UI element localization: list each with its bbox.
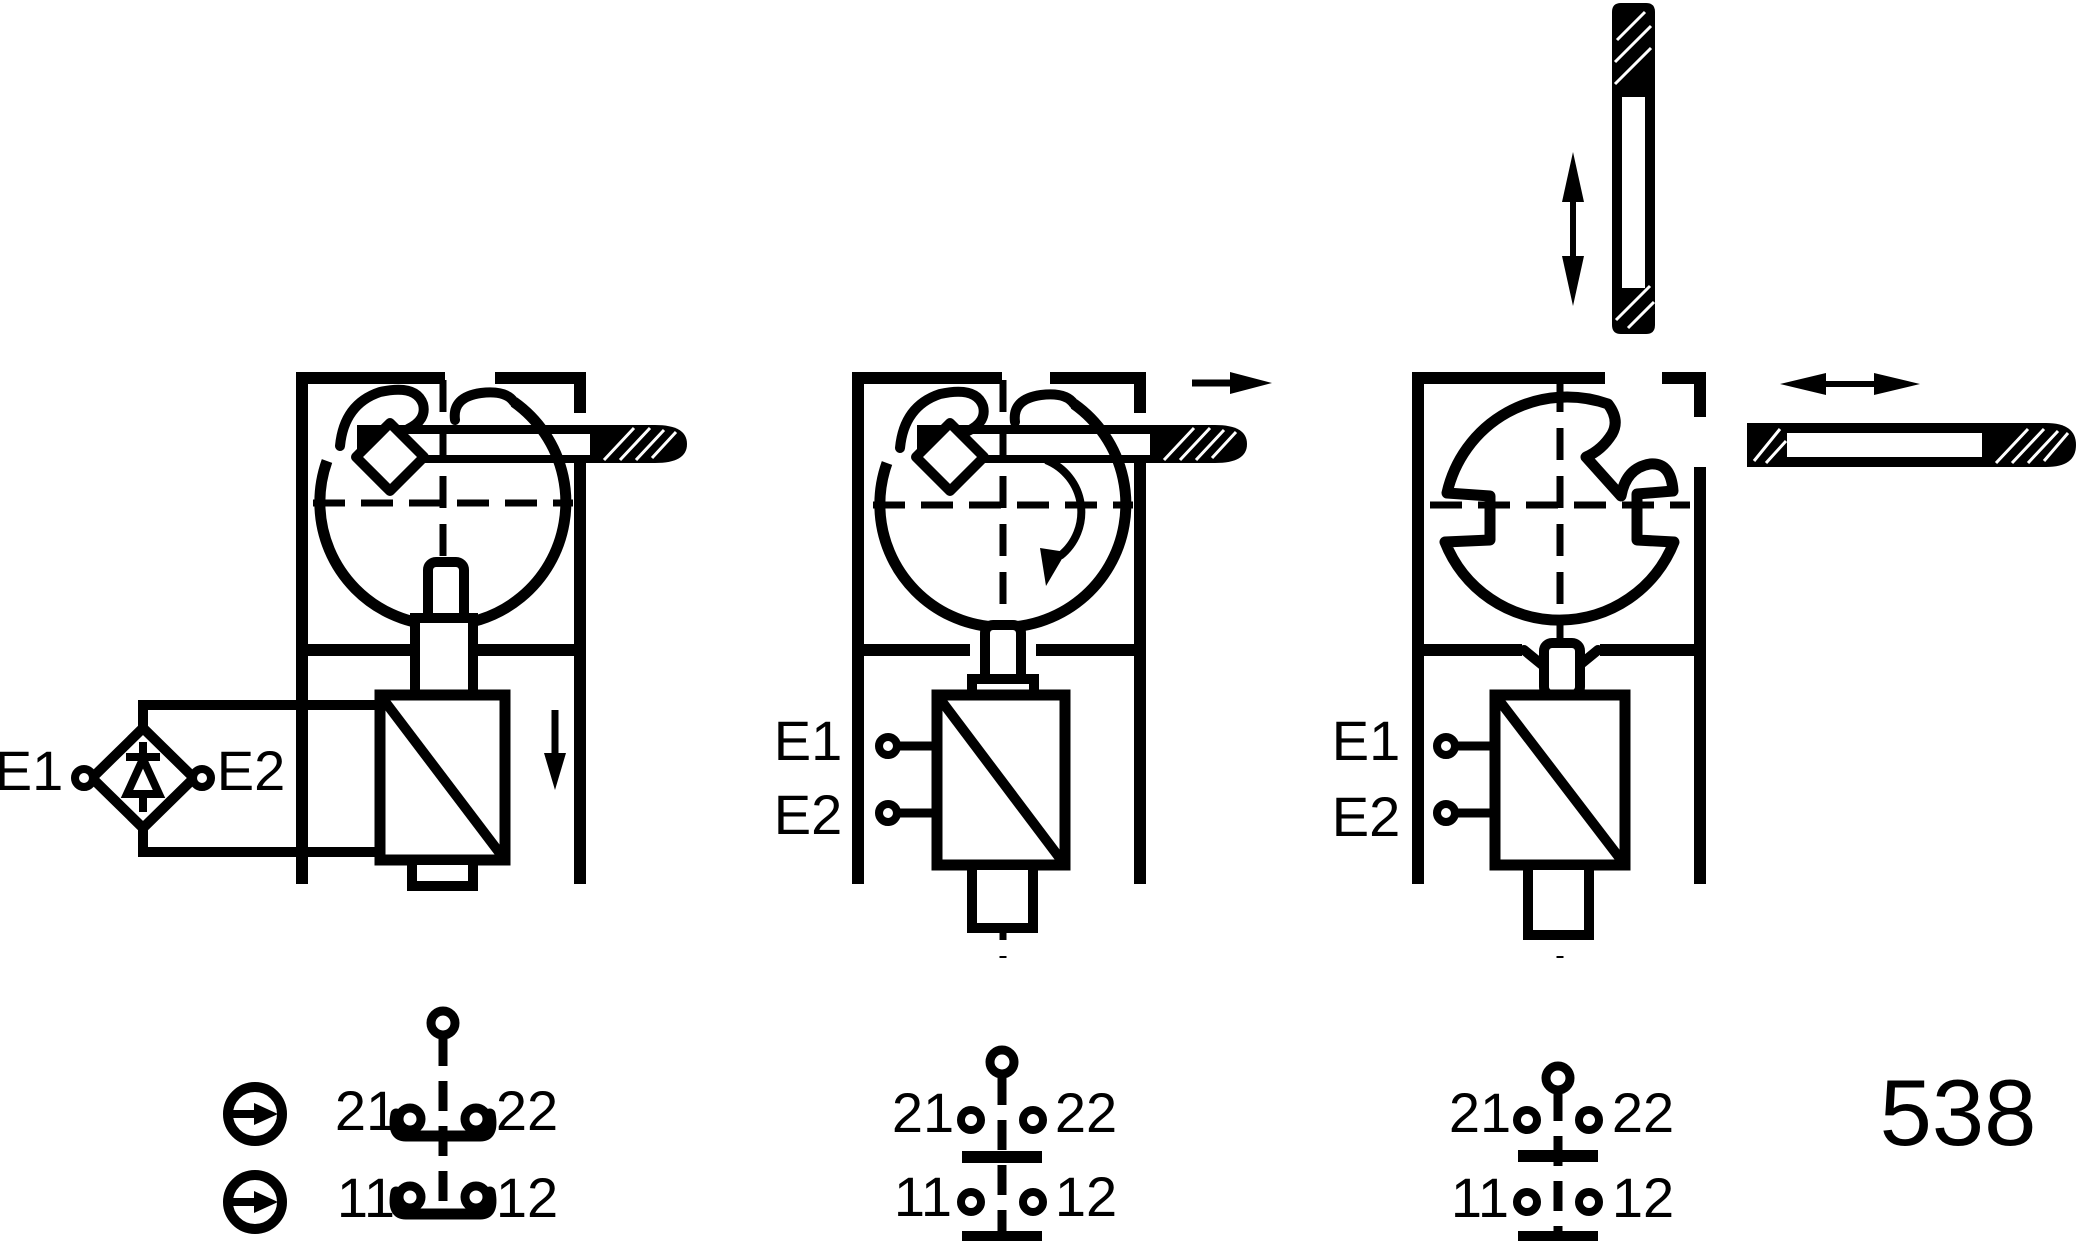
contact-diagram-1: 21 22 11 12	[223, 1006, 558, 1234]
solenoid-stem	[407, 855, 478, 891]
coil-terminals	[1433, 733, 1495, 826]
tongue-window	[408, 434, 590, 455]
e1-label: E1	[774, 709, 843, 772]
contact-12	[1575, 1188, 1603, 1216]
vertical-actuator-tongue	[1612, 3, 1656, 334]
tongue-hatch-right	[602, 426, 678, 462]
plunger-terminal-circle	[985, 1045, 1019, 1079]
label-11: 11	[894, 1165, 952, 1228]
contact-21	[957, 1106, 985, 1134]
variant-3-open: E1 E2	[1332, 372, 1706, 958]
cam-disc	[314, 384, 572, 631]
diode-icon	[120, 742, 166, 812]
variant-2-releasing: E1 E2	[774, 372, 1272, 958]
contact-22	[1019, 1106, 1047, 1134]
cam-disc	[874, 386, 1132, 633]
tongue-hatch-right	[1162, 426, 1238, 462]
solenoid-diagonal	[376, 691, 509, 864]
tongue-hatch-bottom	[1614, 284, 1656, 330]
bridge-rectifier	[71, 700, 380, 857]
housing-outline	[852, 372, 1146, 884]
terminal-e1	[875, 733, 901, 759]
terminal-e2	[1433, 800, 1459, 826]
label-12: 12	[496, 1166, 558, 1229]
horizontal-actuator-tongue	[1747, 423, 2076, 467]
contact-12	[460, 1181, 492, 1213]
cam-arc	[874, 399, 1132, 633]
tongue-window	[1622, 97, 1645, 288]
cam-catch-hook	[449, 387, 519, 425]
lock-direction-arrow-icon	[544, 710, 566, 790]
cam-catch-wave	[895, 386, 989, 453]
terminal-e1	[1433, 733, 1459, 759]
contact-11	[394, 1181, 426, 1213]
tongue-tip-diamond	[351, 418, 429, 496]
contact-22	[460, 1103, 492, 1135]
label-12: 12	[1612, 1166, 1674, 1229]
rotation-arrow-icon	[1040, 456, 1086, 586]
cam-catch-hook	[1009, 389, 1079, 427]
plunger-terminal-circle	[1541, 1061, 1575, 1095]
contact-11	[957, 1188, 985, 1216]
cam-disc-rotated	[1439, 391, 1680, 626]
label-11: 11	[337, 1166, 395, 1229]
variant-1-locked: E1 E2	[0, 372, 687, 891]
e1-label: E1	[1332, 709, 1401, 772]
coil-terminals	[875, 733, 937, 826]
e2-label: E2	[774, 783, 843, 846]
e2-label: E2	[217, 739, 286, 802]
tongue-window	[1787, 433, 1982, 457]
bridge-21-22-closed	[389, 1108, 497, 1142]
cam-arc	[314, 397, 572, 631]
plunger-terminal-circle	[426, 1006, 460, 1040]
housing-outline	[296, 372, 586, 884]
label-21: 21	[892, 1081, 954, 1144]
vertical-move-arrow-icon	[1562, 152, 1584, 306]
e1-label: E1	[0, 739, 63, 802]
terminal-e2	[189, 765, 215, 791]
solenoid	[931, 689, 1071, 933]
page-number: 538	[1880, 1060, 2037, 1165]
tongue-hatch-left	[1752, 428, 1788, 465]
withdraw-arrow-icon	[1192, 372, 1272, 394]
solenoid-stem	[967, 860, 1038, 933]
lock-plunger-body	[410, 613, 478, 700]
housing-outline	[1412, 372, 1706, 884]
rectifier-wire-bottom	[138, 829, 380, 857]
contact-diagram-2: 21 22 11 12	[892, 1045, 1117, 1241]
solenoid-diagonal	[933, 691, 1069, 869]
label-12: 12	[1055, 1165, 1117, 1228]
contact-21	[1513, 1106, 1541, 1134]
label-11: 11	[1451, 1166, 1509, 1229]
tongue-hatch-top	[1613, 10, 1653, 86]
tongue-tip-diamond	[911, 418, 989, 496]
label-21: 21	[1449, 1081, 1511, 1144]
solenoid	[374, 689, 511, 891]
terminal-e2	[875, 800, 901, 826]
e2-label: E2	[1332, 785, 1401, 848]
label-22: 22	[496, 1079, 558, 1142]
contact-diagram-3: 21 22 11 12	[1449, 1061, 1674, 1241]
horizontal-move-arrow-icon	[1780, 373, 1920, 395]
positive-break-icon	[223, 1082, 287, 1146]
tongue-window	[968, 434, 1150, 455]
rectifier-wire-top	[138, 700, 380, 727]
solenoid-stem	[1523, 860, 1594, 940]
contact-22	[1575, 1106, 1603, 1134]
lock-plunger-tip	[1539, 638, 1585, 700]
solenoid	[1489, 689, 1631, 940]
label-21: 21	[335, 1079, 397, 1142]
bridge-11-12-closed	[389, 1186, 497, 1220]
terminal-e1	[71, 765, 97, 791]
positive-break-icon	[223, 1170, 287, 1234]
cam-catch-wave	[335, 384, 429, 451]
label-22: 22	[1612, 1081, 1674, 1144]
tongue-hatch-right	[1994, 427, 2070, 465]
label-22: 22	[1055, 1081, 1117, 1144]
solenoid-diagonal	[1491, 691, 1629, 869]
contact-11	[1513, 1188, 1541, 1216]
contact-12	[1019, 1188, 1047, 1216]
contact-21	[394, 1103, 426, 1135]
